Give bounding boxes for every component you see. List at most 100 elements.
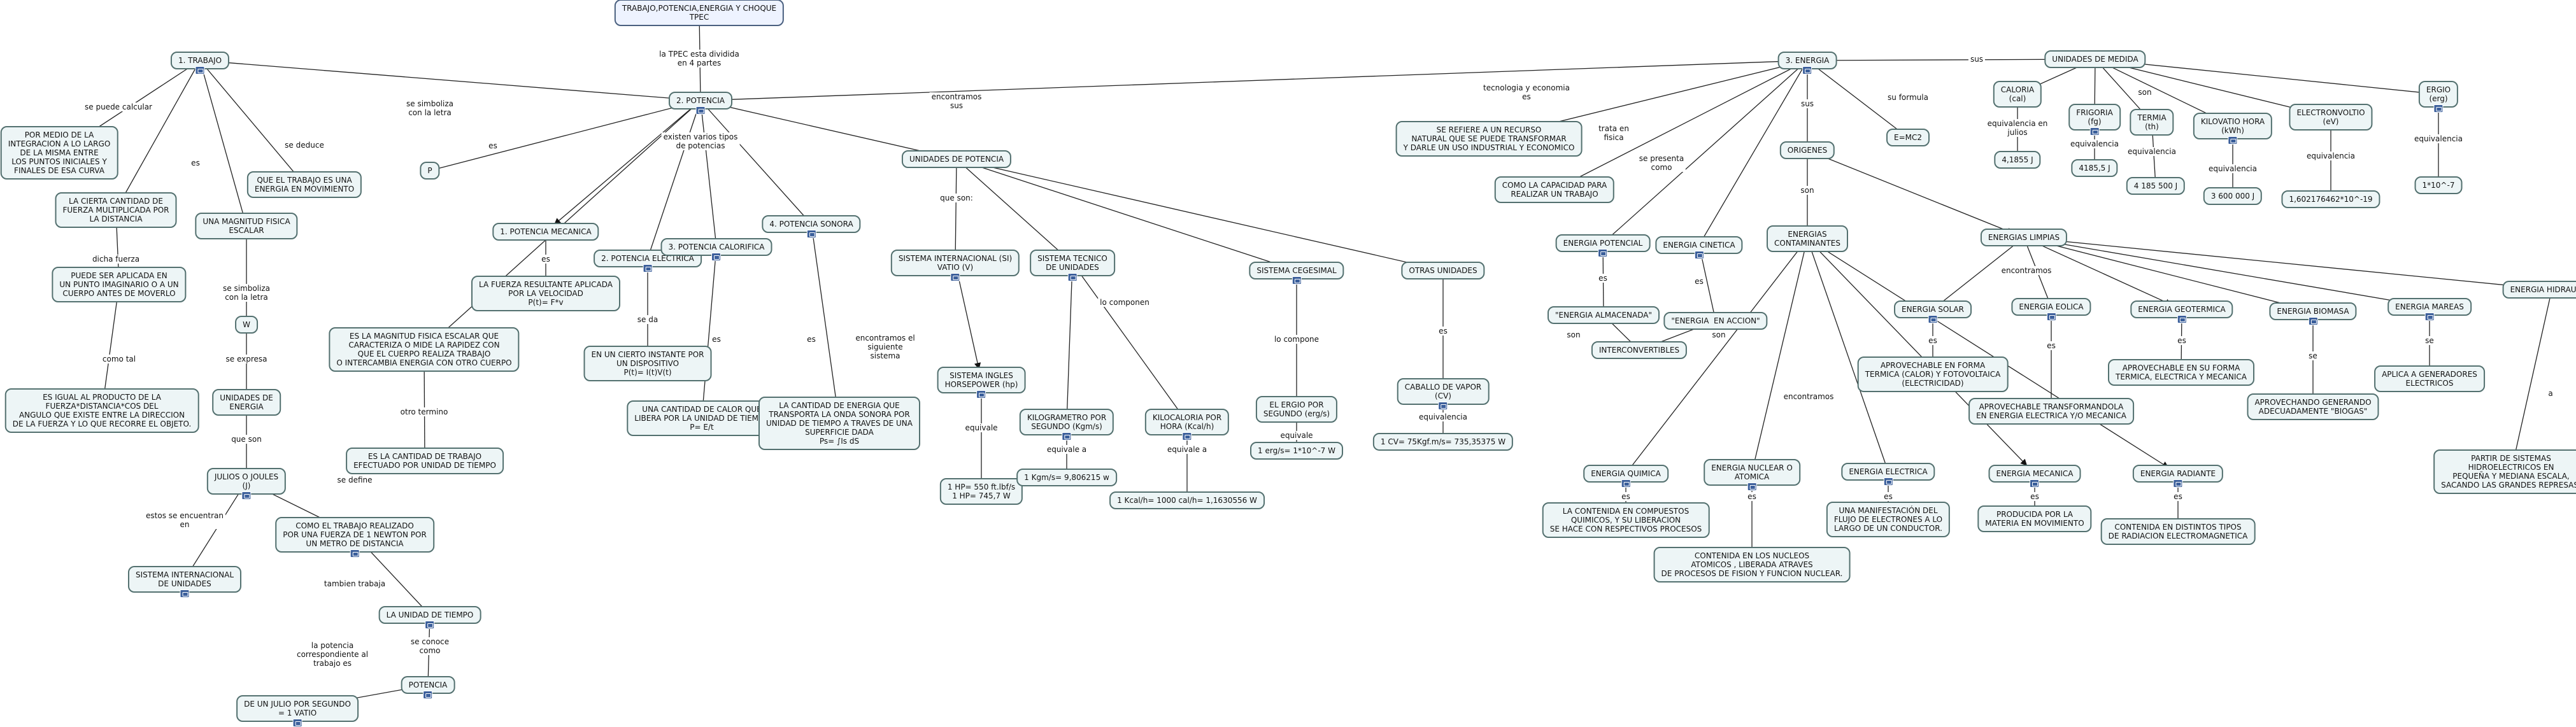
concept-node[interactable]: 1 Kgm/s= 9,806215 w xyxy=(1016,469,1117,486)
concept-node[interactable]: 4. POTENCIA SONORA xyxy=(762,215,861,238)
concept-node[interactable]: 4,1855 J xyxy=(1994,151,2041,169)
concept-node[interactable]: SISTEMA CEGESIMAL xyxy=(1249,262,1344,285)
concept-node[interactable]: ENERGIA MECANICA xyxy=(1988,465,2081,488)
attachment-icon[interactable] xyxy=(2089,127,2100,136)
attachment-icon[interactable] xyxy=(1928,315,1938,323)
concept-node[interactable]: 1,602176462*10^-19 xyxy=(2281,190,2380,208)
concept-node[interactable]: APROVECHABLE TRANSFORMANDOLA EN ENERGIA … xyxy=(1968,398,2134,425)
attachment-icon[interactable] xyxy=(2030,479,2040,488)
concept-node[interactable]: P xyxy=(420,162,440,180)
concept-node[interactable]: 4 185 500 J xyxy=(2126,177,2186,195)
concept-node[interactable]: "ENERGIA ALMACENADA" xyxy=(1547,306,1660,324)
concept-node[interactable]: UNIDADES DE ENERGIA xyxy=(212,389,281,416)
concept-node[interactable]: UNA MANIFESTACIÓN DEL FLUJO DE ELECTRONE… xyxy=(1826,502,1951,537)
concept-node[interactable]: LA CANTIDAD DE ENERGIA QUE TRANSPORTA LA… xyxy=(758,397,921,450)
concept-node[interactable]: PRODUCIDA POR LA MATERIA EN MOVIMIENTO xyxy=(1977,505,2092,532)
attachment-icon[interactable] xyxy=(195,66,205,74)
concept-node[interactable]: 1 erg/s= 1*10^-7 W xyxy=(1250,442,1343,460)
attachment-icon[interactable] xyxy=(292,719,302,727)
concept-node[interactable]: POR MEDIO DE LA INTEGRACION A LO LARGO D… xyxy=(0,126,118,180)
attachment-icon[interactable] xyxy=(695,106,706,115)
concept-node[interactable]: ENERGIA HIDRAULICA xyxy=(2502,281,2576,299)
concept-node[interactable]: ORIGENES xyxy=(1779,141,1835,159)
concept-node[interactable]: ENERGIA ELECTRICA xyxy=(1841,463,1935,486)
attachment-icon[interactable] xyxy=(1883,477,1893,486)
concept-node[interactable]: FRIGORIA (fg) xyxy=(2068,104,2121,136)
concept-node[interactable]: APLICA A GENERADORES ELECTRICOS xyxy=(2374,365,2485,392)
attachment-icon[interactable] xyxy=(2308,317,2318,325)
concept-node[interactable]: 1 HP= 550 ft.lbf/s 1 HP= 745,7 W xyxy=(939,478,1023,505)
attachment-icon[interactable] xyxy=(1621,479,1631,488)
concept-node[interactable]: APROVECHABLE EN SU FORMA TERMICA, ELECTR… xyxy=(2108,359,2254,386)
concept-node[interactable]: LA UNIDAD DE TIEMPO xyxy=(378,606,481,629)
concept-node[interactable]: ENERGIA QUIMICA xyxy=(1583,465,1669,488)
attachment-icon[interactable] xyxy=(1062,432,1072,441)
concept-node[interactable]: ENERGIA POTENCIAL xyxy=(1555,234,1651,257)
attachment-icon[interactable] xyxy=(1694,251,1704,259)
concept-node[interactable]: LA FUERZA RESULTANTE APLICADA POR LA VEL… xyxy=(471,276,620,311)
concept-node[interactable]: ENERGIAS LIMPIAS xyxy=(1980,229,2068,246)
concept-node[interactable]: 1. TRABAJO xyxy=(170,52,230,74)
concept-node[interactable]: 1 Kcal/h= 1000 cal/h= 1,1630556 W xyxy=(1109,491,1265,509)
attachment-icon[interactable] xyxy=(2433,104,2444,113)
attachment-icon[interactable] xyxy=(1802,66,1812,74)
attachment-icon[interactable] xyxy=(180,589,190,598)
attachment-icon[interactable] xyxy=(950,273,960,281)
attachment-icon[interactable] xyxy=(806,230,816,238)
concept-node[interactable]: ENERGIA GEOTERMICA xyxy=(2130,300,2233,323)
attachment-icon[interactable] xyxy=(2046,313,2056,321)
concept-node[interactable]: COMO EL TRABAJO REALIZADO POR UNA FUERZA… xyxy=(275,517,434,558)
concept-node[interactable]: CONTENIDA EN LOS NUCLEOS ATOMICOS , LIBE… xyxy=(1653,547,1851,582)
concept-node[interactable]: APROVECHABLE EN FORMA TERMICA (CALOR) Y … xyxy=(1857,356,2009,392)
concept-node[interactable]: LA CONTENIDA EN COMPUESTOS QUIMICOS, Y S… xyxy=(1542,502,1710,538)
concept-node[interactable]: POTENCIA xyxy=(401,676,455,699)
concept-node[interactable]: 3. POTENCIA CALORIFICA xyxy=(660,238,772,261)
concept-node[interactable]: 3. ENERGIA xyxy=(1777,52,1837,74)
concept-node[interactable]: TERMIA (th) xyxy=(2130,109,2174,136)
concept-node[interactable]: 1. POTENCIA MECANICA xyxy=(492,223,599,241)
concept-node[interactable]: ES LA MAGNITUD FISICA ESCALAR QUE CARACT… xyxy=(329,327,520,372)
concept-node[interactable]: 1 CV= 75Kgf.m/s= 735,35375 W xyxy=(1372,433,1514,451)
attachment-icon[interactable] xyxy=(423,691,433,699)
concept-node[interactable]: E=MC2 xyxy=(1886,129,1930,146)
concept-node[interactable]: KILOCALORIA POR HORA (Kcal/h) xyxy=(1144,409,1230,441)
attachment-icon[interactable] xyxy=(1182,432,1192,441)
concept-node[interactable]: SISTEMA TECNICO DE UNIDADES xyxy=(1030,250,1115,281)
concept-node[interactable]: ENERGIA EOLICA xyxy=(2011,298,2091,321)
attachment-icon[interactable] xyxy=(711,253,722,261)
concept-node[interactable]: "ENERGIA EN ACCION" xyxy=(1663,312,1768,330)
concept-node[interactable]: ES LA CANTIDAD DE TRABAJO EFECTUADO POR … xyxy=(346,448,504,474)
concept-node[interactable]: 1*10^-7 xyxy=(2414,176,2463,194)
attachment-icon[interactable] xyxy=(1598,249,1608,257)
concept-node[interactable]: UNIDADES DE MEDIDA xyxy=(2044,50,2146,68)
concept-node[interactable]: PUEDE SER APLICADA EN UN PUNTO IMAGINARI… xyxy=(52,267,187,302)
concept-node[interactable]: ERGIO (erg) xyxy=(2418,81,2459,113)
concept-node[interactable]: 2. POTENCIA xyxy=(669,92,732,115)
attachment-icon[interactable] xyxy=(2228,136,2238,145)
concept-node[interactable]: ELECTRONVOLTIO (eV) xyxy=(2289,104,2373,131)
concept-node[interactable]: TRABAJO,POTENCIA,ENERGIA Y CHOQUE TPEC xyxy=(614,0,785,26)
concept-node[interactable]: ENERGIA SOLAR xyxy=(1894,300,1972,323)
attachment-icon[interactable] xyxy=(2177,315,2187,323)
concept-node[interactable]: ENERGIA MAREAS xyxy=(2387,298,2472,321)
concept-node[interactable]: KILOGRAMETRO POR SEGUNDO (Kgm/s) xyxy=(1019,409,1114,441)
attachment-icon[interactable] xyxy=(643,264,653,272)
concept-node[interactable]: APROVECHANDO GENERANDO ADECUADAMENTE "BI… xyxy=(2247,393,2379,420)
concept-node[interactable]: INTERCONVERTIBLES xyxy=(1591,341,1688,359)
concept-node[interactable]: CONTENIDA EN DISTINTOS TIPOS DE RADIACIO… xyxy=(2100,518,2256,545)
concept-node[interactable]: EN UN CIERTO INSTANTE POR UN DISPOSITIVO… xyxy=(583,346,712,381)
concept-node[interactable]: ES IGUAL AL PRODUCTO DE LA FUERZA*DISTAN… xyxy=(4,388,199,433)
concept-node[interactable]: ENERGIA CINETICA xyxy=(1655,236,1743,259)
concept-node[interactable]: 3 600 000 J xyxy=(2203,187,2263,205)
concept-node[interactable]: DE UN JULIO POR SEGUNDO = 1 VATIO xyxy=(236,695,359,727)
concept-node[interactable]: KILOVATIO HORA (kWh) xyxy=(2193,113,2273,145)
concept-node[interactable]: SE REFIERE A UN RECURSO NATURAL QUE SE P… xyxy=(1395,121,1583,157)
concept-node[interactable]: CABALLO DE VAPOR (CV) xyxy=(1397,378,1490,410)
concept-node[interactable]: W xyxy=(235,316,258,334)
attachment-icon[interactable] xyxy=(425,621,435,629)
concept-node[interactable]: SISTEMA INGLES HORSEPOWER (hp) xyxy=(937,367,1026,399)
attachment-icon[interactable] xyxy=(1067,273,1078,281)
concept-node[interactable]: UNA CANTIDAD DE CALOR QUE LIBERA POR LA … xyxy=(627,400,777,436)
concept-node[interactable]: EL ERGIO POR SEGUNDO (erg/s) xyxy=(1255,396,1338,423)
concept-node[interactable]: CALORIA (cal) xyxy=(1993,81,2042,108)
